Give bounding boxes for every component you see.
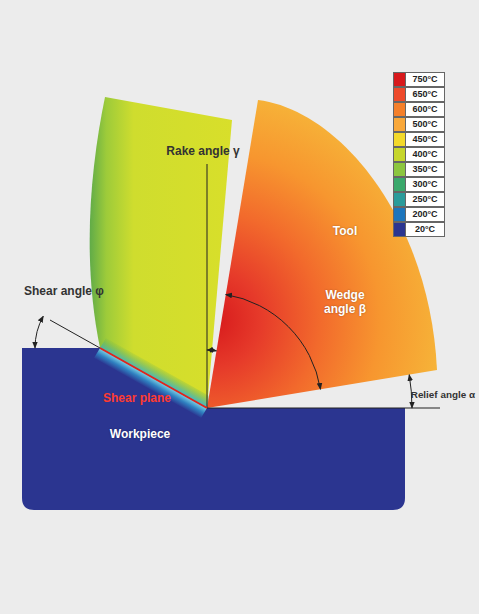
color-swatch [393, 72, 405, 87]
legend-text: 450°C [405, 132, 445, 147]
legend-row: 20°C [393, 222, 445, 237]
legend-row: 250°C [393, 192, 445, 207]
color-swatch [393, 87, 405, 102]
legend-text: 200°C [405, 207, 445, 222]
color-swatch [393, 222, 405, 237]
workpiece-body [22, 348, 405, 510]
angle-label: Relief angle α [411, 389, 475, 400]
color-swatch [393, 207, 405, 222]
color-swatch [393, 132, 405, 147]
color-swatch [393, 162, 405, 177]
legend-row: 400°C [393, 147, 445, 162]
legend-text: 20°C [405, 222, 445, 237]
legend-row: 450°C [393, 132, 445, 147]
part-name: Workpiece [110, 428, 170, 442]
workpiece-outline [22, 348, 406, 511]
shear-angle-line [50, 320, 100, 348]
legend-text: 750°C [405, 72, 445, 87]
workpiece-shape: Workpiece [22, 348, 406, 511]
legend-row: 200°C [393, 207, 445, 222]
legend-text: 500°C [405, 117, 445, 132]
shear-zone [94, 348, 207, 418]
angle-label: Wedge angle β [314, 289, 376, 317]
legend-text: 250°C [405, 192, 445, 207]
shear-plane-line [100, 348, 207, 408]
legend-row: 300°C [393, 177, 445, 192]
color-swatch [393, 177, 405, 192]
shear-plane-label: Shear plane [103, 392, 171, 406]
color-swatch [393, 102, 405, 117]
reference-line [207, 164, 208, 408]
legend-row: 500°C [393, 117, 445, 132]
color-swatch [393, 117, 405, 132]
legend-row: 750°C [393, 72, 445, 87]
reference-line [207, 408, 440, 409]
legend-row: 350°C [393, 162, 445, 177]
shear-angle-arc [35, 316, 43, 348]
temperature-legend: 750°C650°C600°C500°C450°C400°C350°C300°C… [393, 72, 445, 237]
angle-label: Shear angle φ [24, 285, 104, 299]
legend-text: 650°C [405, 87, 445, 102]
part-name: Tool [333, 225, 357, 239]
angle-label: Rake angle γ [166, 145, 239, 159]
wedge-angle-arc [226, 295, 321, 390]
legend-row: 650°C [393, 87, 445, 102]
color-swatch [393, 147, 405, 162]
legend-text: 350°C [405, 162, 445, 177]
legend-text: 400°C [405, 147, 445, 162]
legend-text: 600°C [405, 102, 445, 117]
rake-angle-arc [207, 350, 217, 352]
color-swatch [393, 192, 405, 207]
tool-body [207, 100, 437, 408]
legend-row: 600°C [393, 102, 445, 117]
legend-text: 300°C [405, 177, 445, 192]
